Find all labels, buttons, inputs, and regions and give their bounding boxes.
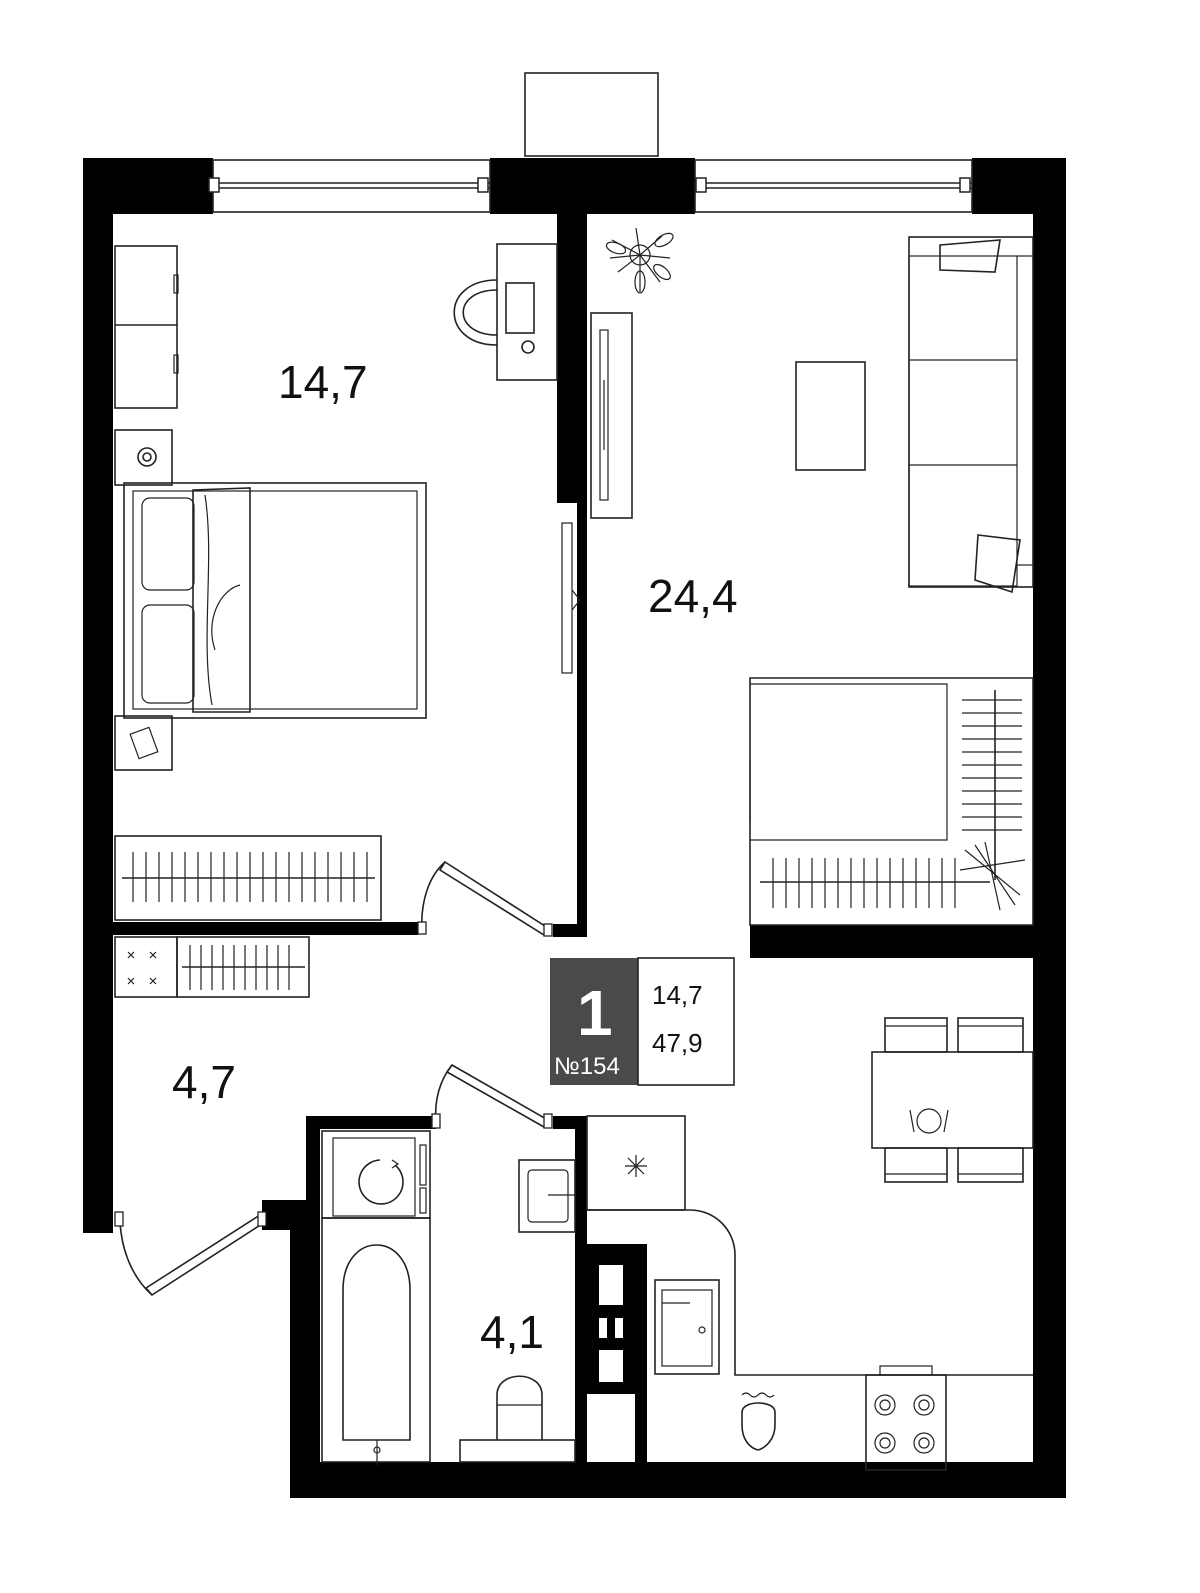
bedroom-door[interactable]	[417, 860, 553, 937]
total-space-value: 47,9	[652, 1028, 703, 1058]
plant-icon	[605, 227, 674, 294]
ac-unit-box	[524, 72, 659, 157]
bathroom-fixtures	[321, 1130, 576, 1465]
bedroom-area-label: 14,7	[278, 356, 368, 408]
living-furniture	[590, 227, 1034, 926]
rooms-count: 1	[577, 977, 613, 1049]
ventilation-shaft	[599, 1265, 623, 1382]
kitchen-furniture	[586, 1017, 1034, 1471]
hall-area-label: 4,7	[172, 1056, 236, 1108]
walls	[83, 158, 1066, 1498]
entrance-door[interactable]	[114, 1211, 267, 1297]
window-living	[694, 159, 973, 213]
badge-info-frame	[637, 957, 735, 1086]
apartment-number: №154	[554, 1053, 620, 1080]
window-bedroom	[208, 159, 491, 213]
bathroom-area-label: 4,1	[480, 1306, 544, 1358]
bathroom-door[interactable]	[431, 1063, 553, 1129]
bedroom-furniture	[114, 243, 581, 921]
living-area-label: 24,4	[648, 570, 738, 622]
living-space-value: 14,7	[652, 980, 703, 1010]
hall-furniture	[114, 936, 310, 998]
apartment-info-badge: 1 №154 14,7 47,9	[550, 957, 735, 1086]
badge-background	[550, 958, 638, 1085]
